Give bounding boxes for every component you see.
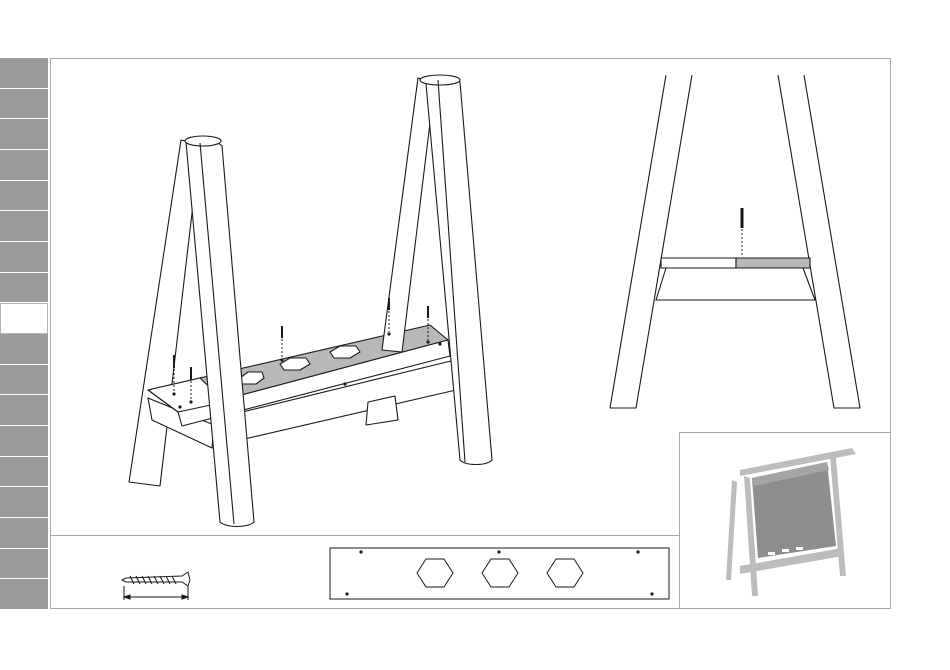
completed-product-preview xyxy=(0,0,950,670)
